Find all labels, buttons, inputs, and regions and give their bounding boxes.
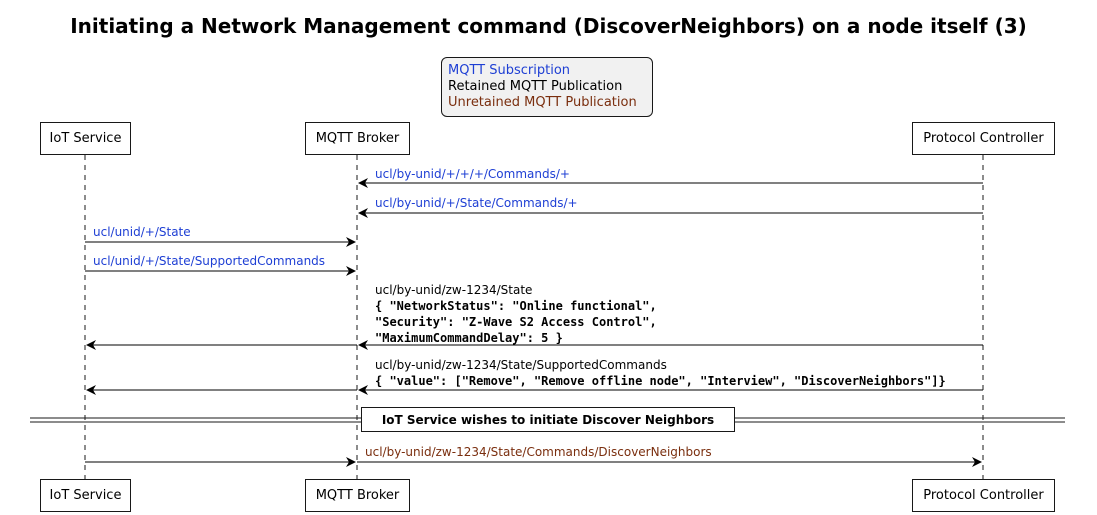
- participant-pc-top: Protocol Controller: [912, 122, 1055, 155]
- m5-payload-line1: { "NetworkStatus": "Online functional",: [375, 299, 657, 313]
- participant-iot-bottom: IoT Service: [40, 479, 131, 512]
- message-label-m1: ucl/by-unid/+/+/+/Commands/+: [375, 167, 570, 181]
- m5-payload-line2: "Security": "Z-Wave S2 Access Control",: [375, 315, 657, 329]
- message-label-m6: ucl/by-unid/zw-1234/State/SupportedComma…: [375, 357, 946, 389]
- diagram-title: Initiating a Network Management command …: [70, 14, 1027, 38]
- m6-payload-line1: { "value": ["Remove", "Remove offline no…: [375, 374, 946, 388]
- legend-subscription: MQTT Subscription: [448, 63, 571, 78]
- m6-topic: ucl/by-unid/zw-1234/State/SupportedComma…: [375, 358, 667, 372]
- m5-topic: ucl/by-unid/zw-1234/State: [375, 283, 533, 297]
- message-label-m7: ucl/by-unid/zw-1234/State/Commands/Disco…: [365, 445, 712, 459]
- legend: MQTT Subscription Retained MQTT Publicat…: [441, 57, 653, 117]
- message-label-m5: ucl/by-unid/zw-1234/State { "NetworkStat…: [375, 282, 657, 346]
- participant-broker-bottom: MQTT Broker: [305, 479, 410, 512]
- participant-pc-bottom: Protocol Controller: [912, 479, 1055, 512]
- legend-retained: Retained MQTT Publication: [448, 79, 623, 94]
- participant-broker-top: MQTT Broker: [305, 122, 410, 155]
- m5-payload-line3: "MaximumCommandDelay": 5 }: [375, 331, 563, 345]
- message-label-m4: ucl/unid/+/State/SupportedCommands: [93, 254, 326, 268]
- message-label-m2: ucl/by-unid/+/State/Commands/+: [375, 196, 578, 210]
- participant-iot-top: IoT Service: [40, 122, 131, 155]
- message-label-m3: ucl/unid/+/State: [93, 225, 191, 239]
- divider-label: IoT Service wishes to initiate Discover …: [361, 407, 735, 432]
- legend-unretained: Unretained MQTT Publication: [448, 95, 637, 110]
